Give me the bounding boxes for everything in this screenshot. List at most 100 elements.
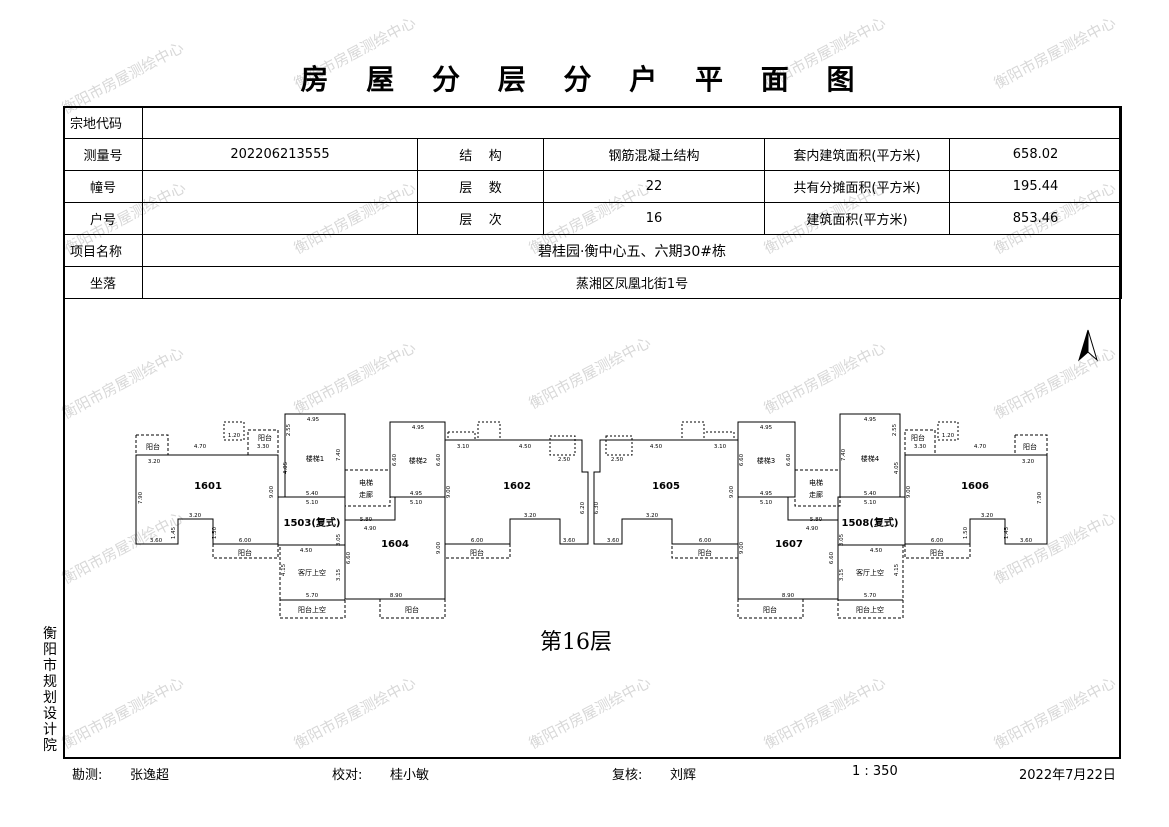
dimension-label: 6.30	[594, 501, 600, 514]
cengshu-label: 层 数	[417, 170, 544, 203]
dimension-label: 4.50	[870, 548, 883, 554]
footer-fuhe-label: 复核:	[612, 768, 643, 783]
table-row: 户号 层 次 16 建筑面积(平方米) 853.46	[63, 202, 1123, 235]
dimension-label: 6.60	[829, 551, 835, 564]
dimension-label: 9.00	[446, 485, 452, 498]
balcony-outline	[904, 429, 936, 456]
room-label: 楼梯3	[757, 456, 775, 465]
dimension-label: 1.20	[942, 433, 955, 439]
cengci-value: 16	[543, 202, 765, 235]
room-label: 阳台	[238, 548, 252, 557]
unit-label-1602: 1602	[503, 481, 531, 492]
dimension-label: 4.05	[894, 461, 900, 474]
unit-label-1508: 1508(复式)	[842, 516, 899, 529]
footer-jiaodui-label: 校对:	[332, 768, 363, 783]
balcony-void-outline	[279, 599, 346, 619]
dimension-label: 3.30	[257, 444, 270, 450]
zuoluo-label: 坐落	[63, 266, 143, 299]
cengci-label: 层 次	[417, 202, 544, 235]
gongyou-value: 195.44	[948, 170, 1123, 203]
dimension-label: 1.50	[963, 526, 969, 539]
room-label: 走廊	[809, 490, 823, 499]
ac-platform-outline	[549, 435, 576, 456]
balcony-void-outline	[837, 599, 904, 619]
dimension-label: 5.40	[864, 491, 877, 497]
taonei-label: 套内建筑面积(平方米)	[764, 138, 950, 171]
dimension-label: 4.50	[519, 444, 532, 450]
unit-label-1607: 1607	[775, 539, 803, 550]
footer-fuhe-value: 刘辉	[670, 768, 697, 783]
unit-label-1601: 1601	[194, 481, 222, 492]
dimension-label: 4.95	[760, 425, 773, 431]
dimension-label: 3.60	[1020, 538, 1033, 544]
dimension-label: 5.80	[360, 517, 373, 523]
xiangmu-label: 项目名称	[63, 234, 143, 267]
unit-label-1606: 1606	[961, 481, 989, 492]
dimension-label: 3.15	[336, 568, 342, 581]
dimension-label: 2.55	[286, 423, 292, 436]
dimension-label: 9.00	[906, 485, 912, 498]
dimension-label: 6.60	[739, 453, 745, 466]
dimension-label: 3.10	[457, 444, 470, 450]
room-label: 阳台	[258, 433, 272, 442]
dimension-label: 1.50	[212, 526, 218, 539]
elevator-core-outline	[344, 469, 391, 507]
dimension-label: 6.60	[786, 453, 792, 466]
dimension-label: 1.45	[171, 526, 177, 539]
unit-1606-outline	[904, 454, 1048, 545]
document-title: 房 屋 分 层 分 户 平 面 图	[300, 63, 869, 96]
jiegou-label: 结 构	[417, 138, 544, 171]
dimension-label: 6.60	[346, 551, 352, 564]
floor-label: 第16层	[540, 630, 612, 655]
dimension-label: 5.10	[760, 500, 773, 506]
north-arrow-icon	[1078, 329, 1089, 362]
hu-value	[142, 202, 418, 235]
dimension-label: 4.70	[974, 444, 987, 450]
dimension-label: 7.40	[336, 448, 342, 461]
dimension-label: 5.10	[410, 500, 423, 506]
jiegou-value: 钢筋混凝土结构	[543, 138, 765, 171]
room-label: 阳台上空	[856, 605, 884, 614]
room-label: 走廊	[359, 490, 373, 499]
jianzhu-label: 建筑面积(平方米)	[764, 202, 950, 235]
dimension-label: 4.95	[412, 425, 425, 431]
zhuang-label: 幢号	[63, 170, 143, 203]
unit-1601-outline	[135, 454, 279, 545]
room-label: 阳台	[470, 548, 484, 557]
dimension-label: 6.00	[471, 538, 484, 544]
unit-label-1605: 1605	[652, 481, 680, 492]
dimension-label: 2.50	[558, 457, 571, 463]
dimension-label: 4.95	[307, 417, 320, 423]
footer-kance-label: 勘测:	[72, 768, 103, 783]
table-row: 宗地代码	[63, 106, 1123, 139]
dimension-label: 4.70	[194, 444, 207, 450]
dimension-label: 4.50	[300, 548, 313, 554]
room-label: 阳台	[405, 605, 419, 614]
ac-platform-outline	[223, 421, 245, 441]
zongdi-label: 宗地代码	[63, 106, 143, 139]
dimension-label: 4.95	[864, 417, 877, 423]
dimension-label: 4.05	[283, 461, 289, 474]
room-label: 客厅上空	[856, 568, 884, 577]
room-label: 阳台	[146, 442, 160, 451]
footer-date: 2022年7月22日	[1019, 768, 1116, 783]
room-label: 阳台	[698, 548, 712, 557]
dimension-label: 3.20	[524, 513, 537, 519]
dimension-label: 6.00	[239, 538, 252, 544]
unit-label-1604: 1604	[381, 539, 409, 550]
dimension-label: 3.15	[839, 568, 845, 581]
ac-platform-outline	[477, 421, 501, 441]
dimension-label: 7.40	[841, 448, 847, 461]
elevator-core-outline	[794, 469, 841, 507]
room-label: 楼梯4	[861, 454, 880, 463]
dimension-label: 5.10	[864, 500, 877, 506]
dimension-label: 1.45	[1004, 526, 1010, 539]
dimension-label: 4.95	[760, 491, 773, 497]
dimension-label: 9.00	[269, 485, 275, 498]
taonei-value: 658.02	[948, 138, 1123, 171]
room-label: 电梯	[359, 478, 373, 487]
dimension-label: 9.00	[729, 485, 735, 498]
unit-label-1503: 1503(复式)	[284, 516, 341, 529]
ac-platform-outline	[605, 435, 633, 456]
dimension-label: 7.90	[1037, 491, 1043, 504]
